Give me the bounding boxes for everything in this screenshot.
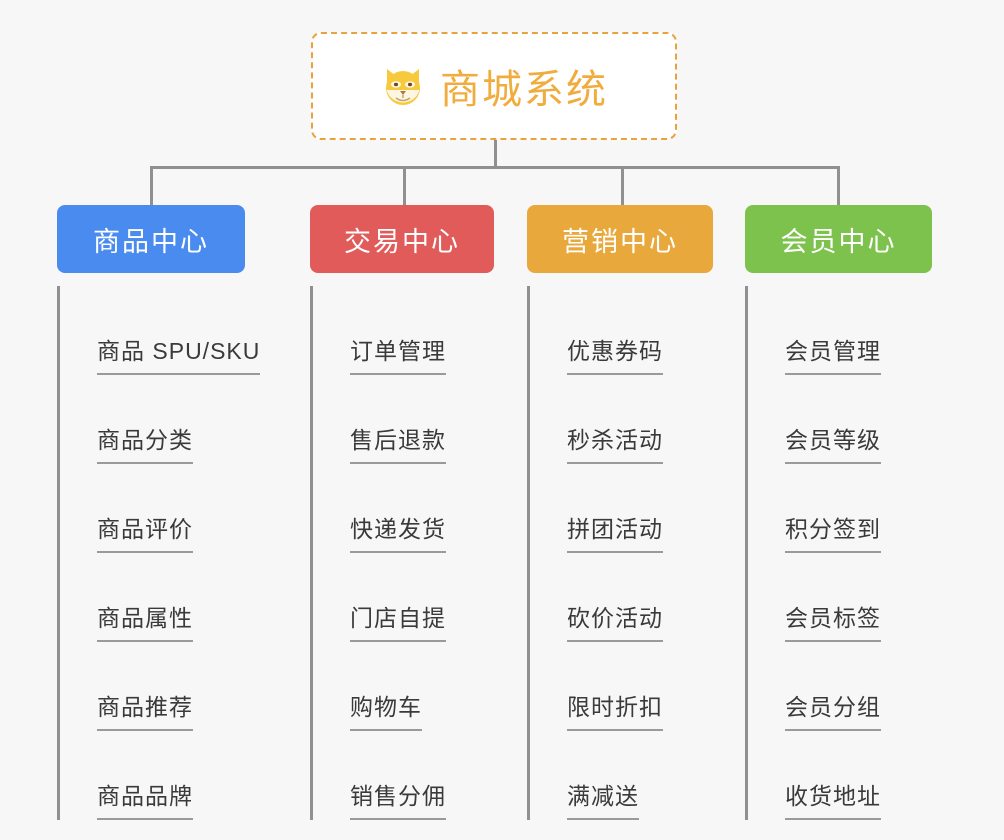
category-header-product-center[interactable]: 商品中心 [57,205,245,273]
list-item[interactable]: 商品分类 [77,375,245,464]
leaf-label: 会员标签 [785,599,881,642]
list-item[interactable]: 商品属性 [77,553,245,642]
list-item[interactable]: 满减送 [547,731,713,820]
category-title: 交易中心 [344,226,460,257]
list-item[interactable]: 积分签到 [765,464,932,553]
connector-horizontal-bus [150,166,840,169]
category-header-trade-center[interactable]: 交易中心 [310,205,494,273]
list-item[interactable]: 砍价活动 [547,553,713,642]
list-item[interactable]: 优惠券码 [547,286,713,375]
leaf-label: 商品推荐 [97,688,193,731]
leaf-label: 门店自提 [350,599,446,642]
list-item[interactable]: 秒杀活动 [547,375,713,464]
list-item[interactable]: 商品 SPU/SKU [77,286,261,375]
leaf-label: 商品评价 [97,510,193,553]
connector-root-stem [494,140,497,168]
leaf-label: 商品品牌 [97,777,193,820]
leaf-list-trade-center: 订单管理 售后退款 快递发货 门店自提 购物车 销售分佣 [310,286,494,820]
connector-drop-2 [403,166,406,208]
category-header-marketing-center[interactable]: 营销中心 [527,205,713,273]
leaf-label: 商品分类 [97,421,193,464]
list-item[interactable]: 会员等级 [765,375,932,464]
leaf-label: 满减送 [567,777,639,820]
column-product-center: 商品中心 商品 SPU/SKU 商品分类 商品评价 商品属性 商品推荐 商品品牌 [57,205,261,820]
list-item[interactable]: 快递发货 [330,464,494,553]
leaf-label: 秒杀活动 [567,421,663,464]
leaf-label: 销售分佣 [350,777,446,820]
leaf-label: 订单管理 [350,332,446,375]
column-trade-center: 交易中心 订单管理 售后退款 快递发货 门店自提 购物车 销售分佣 [310,205,494,820]
leaf-label: 商品属性 [97,599,193,642]
connector-drop-3 [621,166,624,208]
leaf-label: 限时折扣 [567,688,663,731]
column-marketing-center: 营销中心 优惠券码 秒杀活动 拼团活动 砍价活动 限时折扣 满减送 [527,205,713,820]
leaf-label: 砍价活动 [567,599,663,642]
root-title: 商城系统 [440,68,608,112]
list-item[interactable]: 收货地址 [765,731,932,820]
leaf-label: 积分签到 [785,510,881,553]
connector-drop-4 [837,166,840,208]
leaf-list-member-center: 会员管理 会员等级 积分签到 会员标签 会员分组 收货地址 [745,286,932,820]
leaf-label: 会员分组 [785,688,881,731]
column-member-center: 会员中心 会员管理 会员等级 积分签到 会员标签 会员分组 收货地址 [745,205,932,820]
leaf-list-marketing-center: 优惠券码 秒杀活动 拼团活动 砍价活动 限时折扣 满减送 [527,286,713,820]
leaf-label: 快递发货 [350,510,446,553]
list-item[interactable]: 商品推荐 [77,642,245,731]
list-item[interactable]: 限时折扣 [547,642,713,731]
leaf-label: 购物车 [350,688,422,731]
dog-face-icon [380,63,426,109]
category-title: 营销中心 [562,226,678,257]
root-node[interactable]: 商城系统 [311,32,677,140]
leaf-label: 商品 SPU/SKU [97,332,261,375]
list-item[interactable]: 购物车 [330,642,494,731]
category-title: 会员中心 [780,226,897,257]
list-item[interactable]: 售后退款 [330,375,494,464]
list-item[interactable]: 商品品牌 [77,731,245,820]
list-item[interactable]: 订单管理 [330,286,494,375]
leaf-list-product-center: 商品 SPU/SKU 商品分类 商品评价 商品属性 商品推荐 商品品牌 [57,286,261,820]
leaf-label: 拼团活动 [567,510,663,553]
leaf-label: 优惠券码 [567,332,663,375]
leaf-label: 会员管理 [785,332,881,375]
list-item[interactable]: 会员分组 [765,642,932,731]
list-item[interactable]: 拼团活动 [547,464,713,553]
category-header-member-center[interactable]: 会员中心 [745,205,932,273]
connector-drop-1 [150,166,153,208]
category-title: 商品中心 [93,226,209,257]
list-item[interactable]: 商品评价 [77,464,245,553]
list-item[interactable]: 销售分佣 [330,731,494,820]
list-item[interactable]: 门店自提 [330,553,494,642]
leaf-label: 售后退款 [350,421,446,464]
list-item[interactable]: 会员标签 [765,553,932,642]
list-item[interactable]: 会员管理 [765,286,932,375]
leaf-label: 收货地址 [785,777,881,820]
leaf-label: 会员等级 [785,421,881,464]
